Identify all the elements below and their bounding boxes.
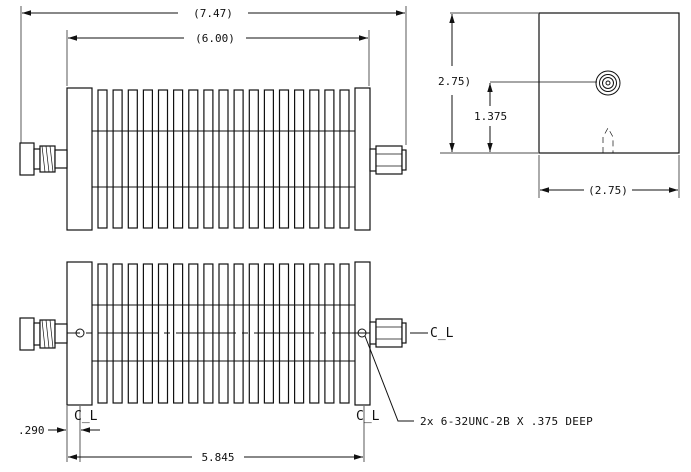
heatsink-fin [324,89,335,229]
dimension-connector-center: 1.375 [474,110,507,123]
n-connector-right-lower [369,318,407,348]
tapped-hole-right [357,328,367,338]
top-side-view: (7.47) (6.00) [19,6,407,231]
end-plate-right [354,87,371,231]
end-plate-left [66,87,93,231]
heatsink-fin [97,89,108,229]
heatsink-fin [157,89,169,229]
hidden-mount-hole [602,127,614,153]
heatsink-fin [218,89,229,229]
heatsink-fin [339,89,350,229]
heatsink-fin [248,89,259,229]
bnc-connector-left [19,142,68,176]
dimension-width: (2.75) [588,184,628,197]
heatsink-fin [112,89,123,229]
heatsink-fin [188,89,199,229]
heatsink-fin [309,89,320,229]
heatsink-fin [173,89,184,229]
heatsink-fin [127,89,138,229]
bnc-connector-left-lower [19,317,68,351]
tapped-hole-left [75,328,85,338]
bottom-side-view: C̲L C̲L C̲L .290 5.845 2x 6-32UNC-2B X .… [18,261,593,464]
dimension-mount-offset: .290 [18,424,45,437]
end-view-body [538,12,680,154]
heatsink-fin [294,89,305,229]
heatsink-fin [263,89,274,229]
heatsink-fins [97,89,350,229]
leader-line [364,335,414,422]
heatsink-fin [233,89,244,229]
dimension-hole-spacing: 5.845 [201,451,234,464]
end-view: 2.75) 1.375 (2.75) [438,12,680,198]
dimension-body-length: (6.00) [195,32,235,45]
connector-face [595,70,621,96]
centerline-symbol-left: C̲L [74,409,98,424]
heatsink-fin [142,89,153,229]
dimension-overall-length: (7.47) [193,7,233,20]
centerline-symbol-right: C̲L [430,326,454,341]
n-connector-right [369,145,407,175]
dimension-height: 2.75) [438,75,471,88]
callout-note: 2x 6-32UNC-2B X .375 DEEP [420,415,593,428]
heatsink-fin [203,89,214,229]
heatsink-fin [278,89,290,229]
centerline-symbol-hole: C̲L [356,409,380,424]
